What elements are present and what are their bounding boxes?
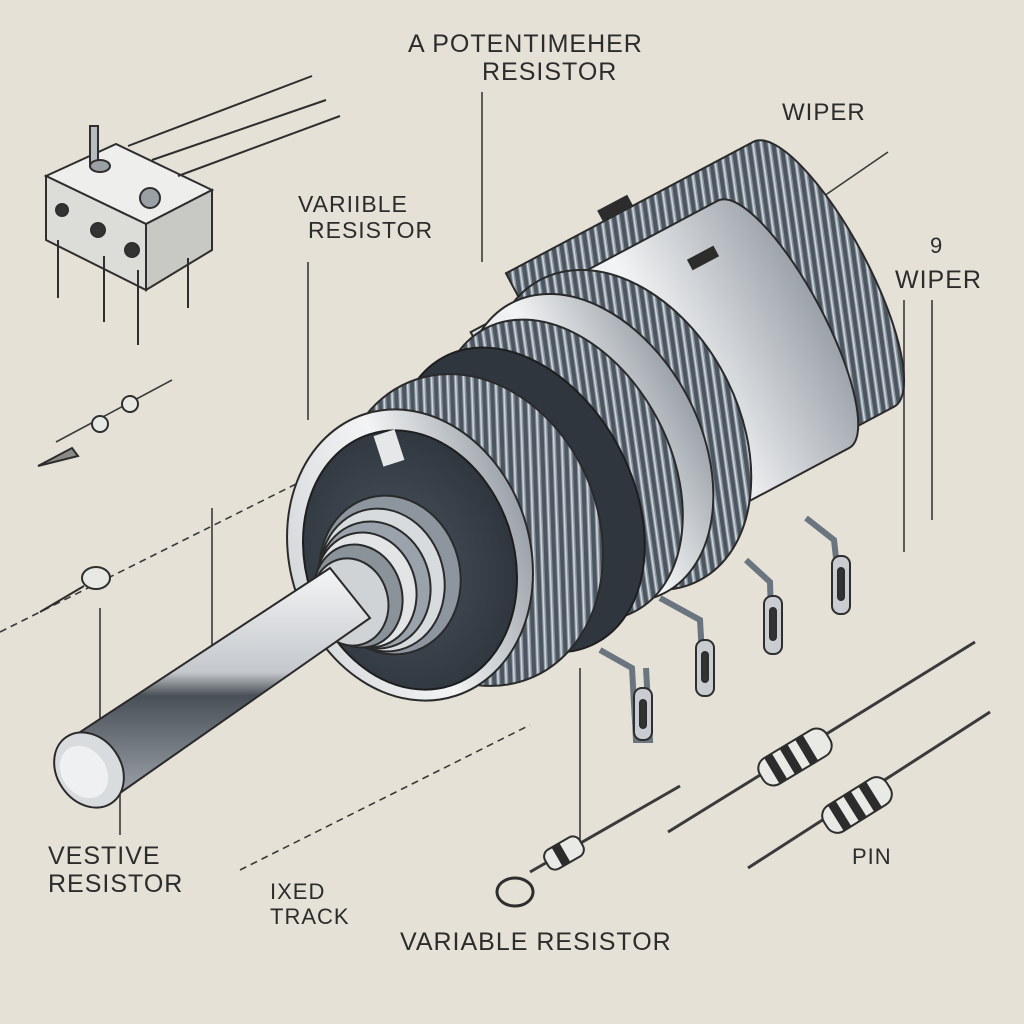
leader-lines — [0, 92, 933, 871]
label-wiper-right: WIPER — [895, 266, 982, 294]
potentiometer-shaft — [53, 566, 372, 809]
vestive-line-1: VESTIVE — [48, 842, 161, 870]
variable-top-line-2: RESISTOR — [308, 216, 434, 243]
vestive-line-2: RESISTOR — [48, 870, 184, 898]
variable-top-line-1: VARIIBLE — [298, 191, 408, 217]
diagram-title: A POTENTIMEHER RESISTOR — [408, 30, 643, 86]
axial-resistor-1 — [667, 640, 976, 834]
label-pin: PIN — [852, 844, 892, 869]
title-line-1: A POTENTIMEHER — [408, 30, 643, 58]
label-wiper-mark: 9 — [930, 233, 944, 258]
label-vestive-resistor: VESTIVE RESISTOR — [48, 842, 183, 898]
label-variable-resistor-top: VARIIBLE RESISTOR — [298, 191, 434, 244]
potentiometer-pins — [598, 515, 851, 743]
label-fixed-track: IXED TRACK — [270, 879, 350, 929]
label-variable-resistor-bottom: VARIABLE RESISTOR — [400, 928, 672, 956]
fixed-line-1: IXED — [270, 879, 326, 904]
ring-terminal-resistor — [495, 784, 681, 908]
terminal-lead-sketches — [37, 395, 139, 613]
title-line-2: RESISTOR — [482, 58, 618, 86]
switch-component-sketch — [43, 75, 341, 345]
label-wiper-top: WIPER — [782, 99, 866, 126]
fixed-line-2: TRACK — [270, 903, 350, 929]
axial-resistor-2 — [747, 710, 991, 870]
